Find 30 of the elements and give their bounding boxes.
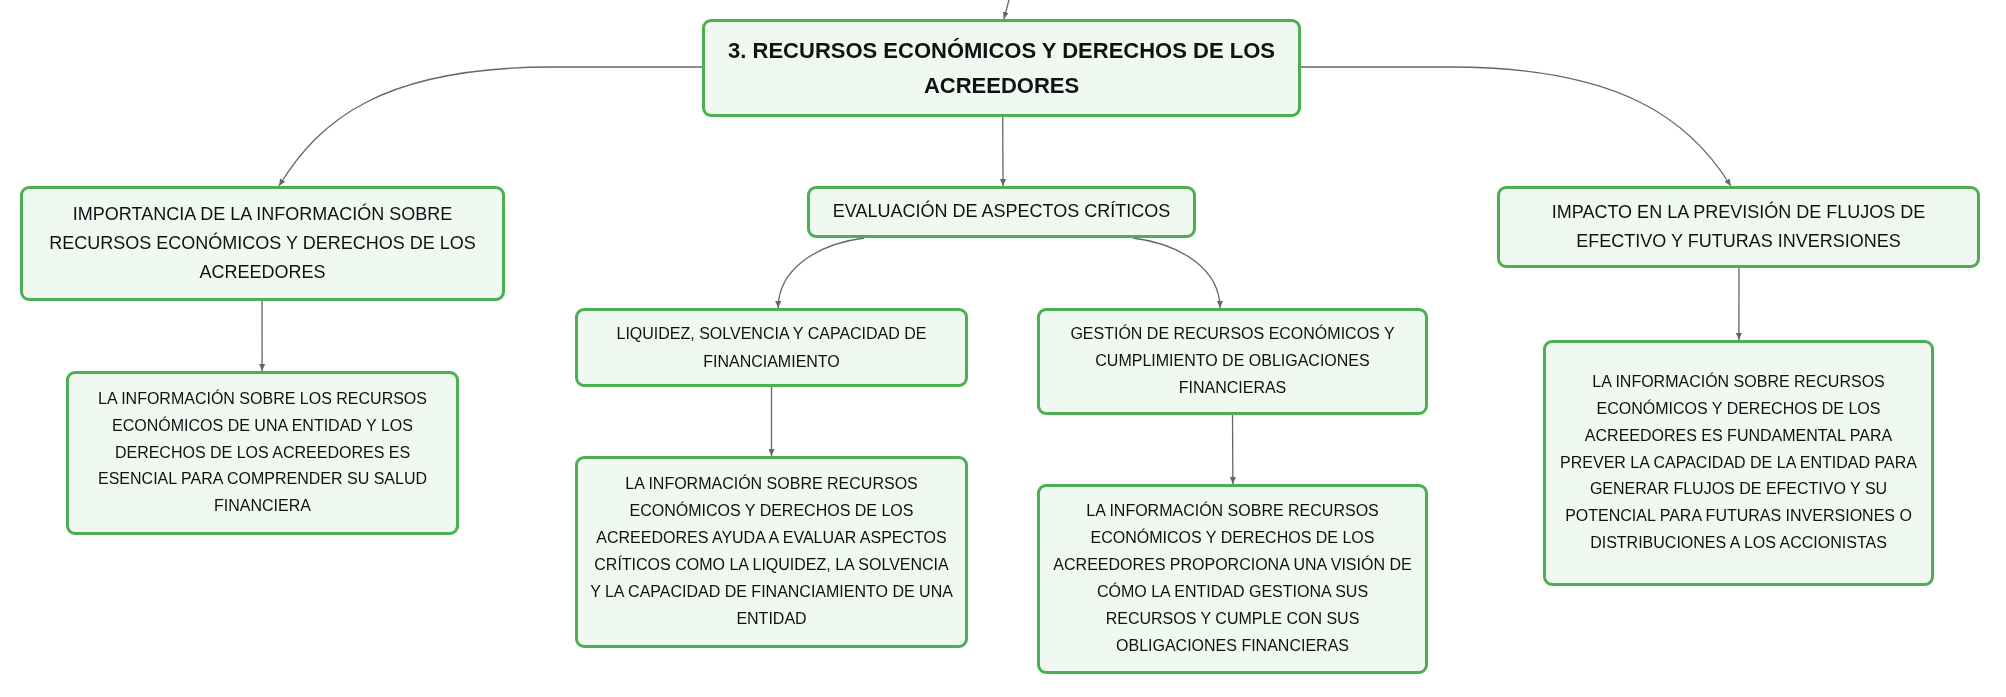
- topic-box: [1497, 186, 1980, 268]
- connector-arrow: [1002, 0, 1011, 20]
- detail-box: [66, 371, 459, 535]
- detail-box: [1037, 484, 1428, 674]
- connector-arrow: [1735, 267, 1742, 341]
- connector-arrow: [768, 386, 775, 457]
- connector-arrow: [1000, 116, 1006, 187]
- topic-text: LIQUIDEZ, SOLVENCIA Y CAPACIDAD DE FINANCIAMIENTO: [615, 324, 928, 372]
- detail-box: [1543, 340, 1934, 586]
- connector-arrow: [1132, 237, 1223, 309]
- connector-arrow: [259, 300, 266, 372]
- topic-box: [20, 186, 505, 301]
- connector-arrow: [775, 237, 865, 309]
- connector-arrow: [1300, 66, 1732, 187]
- main-topic-title: 3. RECURSOS ECONÓMICOS Y DERECHOS DE LOS ACREEDORES: [727, 36, 1276, 100]
- topic-text: IMPACTO EN LA PREVISIÓN DE FLUJOS DE EFECTIVO Y FUTURAS INVERSIONES: [1550, 200, 1927, 253]
- connector-arrow: [278, 66, 703, 187]
- topic-text: IMPORTANCIA DE LA INFORMACIÓN SOBRE RECURSOS ECONÓMICOS Y DERECHOS DE LOS ACREEDORES: [48, 202, 477, 284]
- main-topic-box: [702, 19, 1301, 117]
- topic-box: [1037, 308, 1428, 415]
- connector-arrow: [1229, 414, 1236, 485]
- topic-box: [575, 308, 968, 387]
- detail-text: LA INFORMACIÓN SOBRE LOS RECURSOS ECONÓMICOS DE UNA ENTIDAD Y LOS DERECHOS DE LOS ACREEDORES ES ESENCIAL PARA COMPRENDER SU SALUD FINANCIERA: [97, 388, 428, 517]
- topic-box: [807, 186, 1196, 238]
- topic-text: EVALUACIÓN DE ASPECTOS CRÍTICOS: [832, 199, 1171, 224]
- detail-text: LA INFORMACIÓN SOBRE RECURSOS ECONÓMICOS Y DERECHOS DE LOS ACREEDORES ES FUNDAMENTAL PARA PREVER LA CAPACIDAD DE LA ENTIDAD PARA GENERAR FLUJOS DE EFECTIVO Y SU POTENCIAL PARA FUTURAS INVERSIONES O DISTRIBUCIONES A LOS ACCIONISTAS: [1559, 371, 1918, 554]
- detail-box: [575, 456, 968, 648]
- detail-text: LA INFORMACIÓN SOBRE RECURSOS ECONÓMICOS Y DERECHOS DE LOS ACREEDORES AYUDA A EVALUAR ASPECTOS CRÍTICOS COMO LA LIQUIDEZ, LA SOLVENCIA Y LA CAPACIDAD DE FINANCIAMIENTO DE UNA ENTIDAD: [589, 473, 954, 629]
- detail-text: LA INFORMACIÓN SOBRE RECURSOS ECONÓMICOS Y DERECHOS DE LOS ACREEDORES PROPORCIONA UNA VISIÓN DE CÓMO LA ENTIDAD GESTIONA SUS RECURSOS Y CUMPLE CON SUS OBLIGACIONES FINANCIERAS: [1052, 500, 1413, 656]
- topic-text: GESTIÓN DE RECURSOS ECONÓMICOS Y CUMPLIMIENTO DE OBLIGACIONES FINANCIERAS: [1069, 323, 1396, 398]
